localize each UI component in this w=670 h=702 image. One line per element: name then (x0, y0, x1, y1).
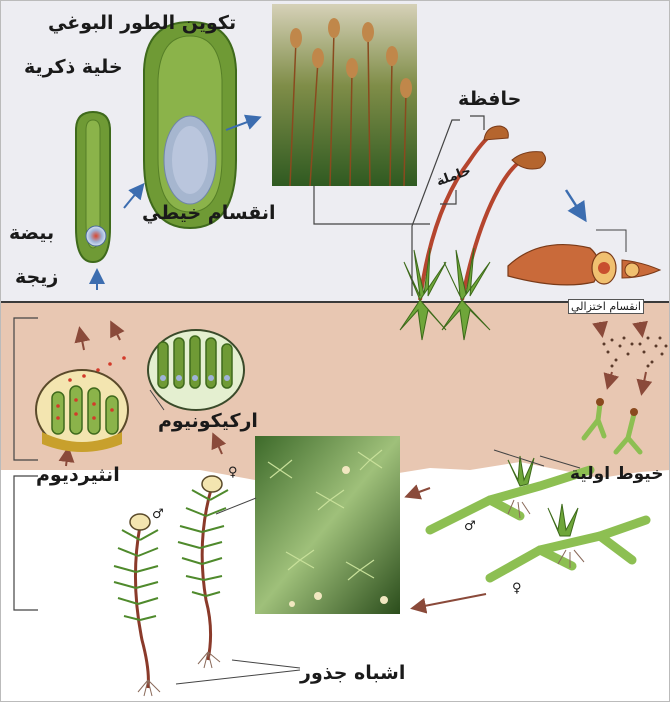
male-symbol-protonema: ♂ (464, 520, 476, 533)
archegonium-with-zygote (76, 112, 110, 262)
sporophyte-photo (272, 4, 417, 186)
label-antheridium: انثيرديوم (36, 466, 120, 485)
label-sporophyte-formation: تكوين الطور البوغي (48, 14, 236, 33)
male-symbol-left: ♂ (152, 508, 164, 521)
label-rhizoids: اشباه جذور (300, 664, 405, 683)
female-symbol-right: ♀ (228, 466, 238, 479)
label-egg: بيضة (9, 224, 54, 243)
developing-sporophyte (144, 22, 236, 228)
label-meiosis: انقسام اختزالي (568, 299, 644, 314)
label-archegonium: اركيكونيوم (158, 412, 258, 431)
label-mitosis: انقسام خيطي (142, 204, 276, 223)
female-symbol-protonema: ♀ (512, 582, 522, 595)
label-protonema: خيوط اولية (570, 466, 663, 483)
gametophyte-photo (255, 436, 400, 614)
zygote-cell (86, 226, 106, 246)
label-zygote: زيجة (15, 268, 58, 287)
archegonium-oval (148, 330, 244, 410)
label-male-cell: خلية ذكرية (24, 58, 123, 77)
label-capsule: حافظة (458, 90, 521, 109)
